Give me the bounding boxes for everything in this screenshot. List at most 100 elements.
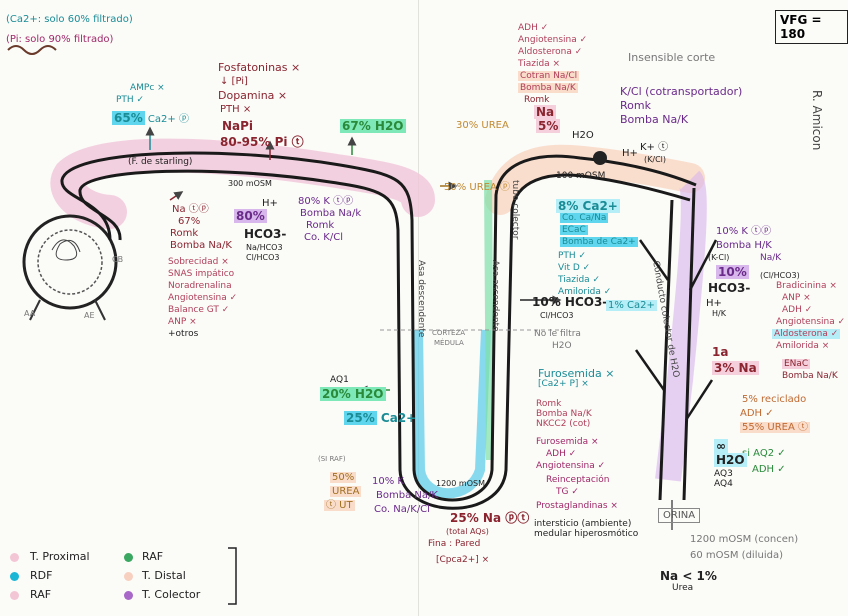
glomerulus-capillaries xyxy=(51,239,81,261)
label-bomba-top: Bomba Na/K xyxy=(518,83,578,93)
collector-duct-right xyxy=(682,187,696,501)
legend-bracket xyxy=(228,547,237,605)
label-aa: AA xyxy=(24,309,36,318)
label-na3: 3% Na xyxy=(712,361,759,375)
label-bomba-prox: Bomba Na/K xyxy=(170,240,232,251)
label-vitd: Vit D ✓ xyxy=(558,263,591,273)
collector-duct-left xyxy=(658,199,674,501)
label-ae: AE xyxy=(84,311,95,320)
glomerulus-inner xyxy=(37,229,103,295)
label-hco10-col: 10% xyxy=(716,265,749,279)
proximal-highlight xyxy=(50,138,435,229)
efferent-arteriole xyxy=(94,299,106,321)
label-aq2: si AQ2 ✓ xyxy=(742,448,786,459)
legend-rdf: RDF xyxy=(30,569,53,582)
ca25-pct: 25% xyxy=(344,411,377,425)
label-100mosm: 100 mOSM xyxy=(556,171,606,181)
tubule-inner xyxy=(78,169,691,510)
label-ca8: 8% Ca2+ xyxy=(556,199,620,213)
label-ut: ⓣ UT xyxy=(324,500,355,511)
label-amilorida-col: Amilorida × xyxy=(776,341,830,351)
ca25-group: 25% Ca2+ xyxy=(344,411,417,425)
tubule-outer xyxy=(60,151,697,502)
label-ca1: 1% Ca2+ xyxy=(606,300,657,311)
label-na-top: Na xyxy=(534,105,557,119)
label-k-bomba: Bomba Na/k xyxy=(300,208,362,219)
label-angio-top: Angiotensina ✓ xyxy=(518,35,588,45)
legend-proximal: T. Proximal xyxy=(30,550,90,563)
legend-swatch-proximal xyxy=(10,553,19,562)
label-asa-descendente: Asa descendente xyxy=(416,260,426,338)
label-prox-reg-5: Balance GT ✓ xyxy=(168,305,230,315)
label-no-filtra-2: H2O xyxy=(552,341,572,351)
scribble-topleft xyxy=(7,45,57,55)
label-adh-top: ADH ✓ xyxy=(518,23,549,33)
label-asa-ascendente: Asa ascendente xyxy=(490,260,500,332)
label-napi: NaPi xyxy=(222,119,254,133)
label-anp-col: ANP × xyxy=(782,293,811,303)
label-bradicinina: Bradicinina × xyxy=(776,281,837,291)
label-cb: CB xyxy=(112,255,124,264)
label-furosemida: Furosemida × xyxy=(538,367,615,380)
label-urea55: 55% UREA ⓣ xyxy=(740,422,811,433)
label-urea-final: Urea xyxy=(672,583,694,593)
label-na-prox: Na ⓣⓟ xyxy=(172,204,209,215)
page-fold xyxy=(418,0,419,616)
ink-blob xyxy=(593,151,607,165)
label-k-romk: Romk xyxy=(306,220,335,231)
label-hco10: 10% HCO3- xyxy=(532,295,608,309)
label-ca-mg: [Ca2+ P] × xyxy=(538,379,589,389)
label-fosfatoninas: Fosfatoninas × xyxy=(218,61,301,74)
label-romk-princ: Romk xyxy=(620,99,651,112)
label-k10-bottom: 10% K xyxy=(372,476,404,487)
ca-65-group: 65% Ca2+ ⓟ xyxy=(112,111,189,125)
label-nak-col: Na/K xyxy=(760,253,782,263)
label-pth-dct: PTH ✓ xyxy=(558,251,587,261)
label-tubo-colector: tubo colector xyxy=(510,180,520,240)
ca25-label: Ca2+ xyxy=(380,411,417,425)
h2o-67: 67% H2O xyxy=(340,119,406,133)
label-insensible: Insensible corte xyxy=(628,51,716,64)
legend-swatch-raf-green xyxy=(124,553,133,562)
label-tiazida-dct: Tiazida ✓ xyxy=(558,275,601,285)
label-bomba-princ: Bomba Na/K xyxy=(620,113,689,126)
label-enac: ENaC xyxy=(782,359,811,369)
label-aq1: AQ1 xyxy=(330,375,349,385)
label-k10-col: 10% K ⓣⓟ xyxy=(716,226,772,237)
label-adh-asc: ADH ✓ xyxy=(546,449,577,459)
label-prox-reg-4: Angiotensina ✓ xyxy=(168,293,238,303)
label-inf: ∞ xyxy=(714,439,728,453)
label-cpp: ↓ [Pi] xyxy=(220,76,248,87)
label-dopamina: Dopamina × xyxy=(218,89,288,102)
label-h-plus-col: H+ xyxy=(706,298,722,309)
label-nkcc2: NKCC2 (cot) xyxy=(536,419,591,429)
label-na25: 25% Na ⓟⓣ xyxy=(450,511,530,525)
label-aq4: AQ4 xyxy=(714,479,733,489)
label-urea50-desc: 50% xyxy=(330,472,357,483)
label-no-filtra-1: No le filtra xyxy=(534,329,581,339)
ascending-green-highlight xyxy=(484,179,494,461)
label-h2o20: 20% H2O xyxy=(320,387,386,401)
collector-branch-3 xyxy=(688,239,718,291)
label-prox-reg-7: +otros xyxy=(168,329,199,339)
label-hco3-col: HCO3- xyxy=(708,281,751,295)
label-1200-conc: 1200 mOSM (concen) xyxy=(690,534,799,545)
label-urea-50: 50% UREA ⓟ xyxy=(444,182,511,193)
bowman-capsule xyxy=(22,214,118,310)
h2o-67-group: 67% H2O xyxy=(340,119,406,133)
legend-swatch-colector xyxy=(124,591,133,600)
label-clhco3: Cl/HCO3 xyxy=(246,253,280,262)
label-amilorida-dct: Amilorida ✓ xyxy=(558,287,612,297)
label-kcl: K/Cl (cotransportador) xyxy=(620,85,743,98)
label-reciclado: 5% reciclado xyxy=(742,394,807,405)
label-1200mosm: 1200 mOSM xyxy=(436,479,485,488)
note-ca-filtered: (Ca2+: solo 60% filtrado) xyxy=(6,14,133,25)
label-romk-top: Romk xyxy=(524,95,550,105)
label-adh3: ADH ✓ xyxy=(752,464,786,475)
label-h2o-top: H2O xyxy=(572,130,594,141)
label-kcl-small: (K/Cl) xyxy=(644,155,666,164)
label-prox-reg-1: Sobrecidad × xyxy=(168,257,229,267)
legend-swatch-raf-pink xyxy=(10,591,19,600)
